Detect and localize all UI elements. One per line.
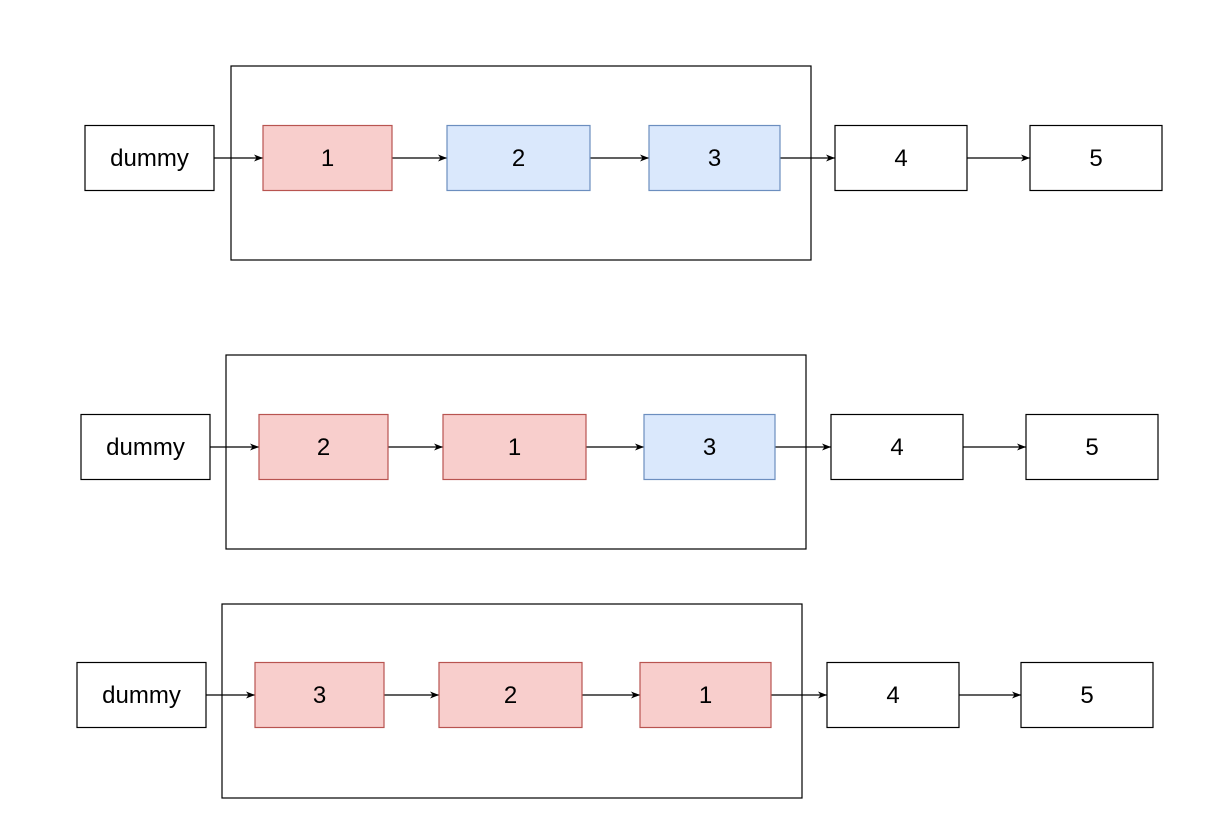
- node-box: [76, 661, 207, 729]
- node-label: 4: [886, 682, 899, 709]
- node-label: 2: [317, 434, 330, 461]
- list-node: 3: [643, 413, 776, 481]
- list-node: 4: [830, 413, 964, 481]
- list-node: 3: [254, 661, 385, 729]
- node-label: 3: [708, 145, 721, 172]
- node-box: [442, 413, 587, 481]
- node-box: [254, 661, 385, 729]
- list-node: dummy: [76, 661, 207, 729]
- node-label: 2: [504, 682, 517, 709]
- node-box: [639, 661, 772, 729]
- node-label: 3: [703, 434, 716, 461]
- node-box: [643, 413, 776, 481]
- node-box: [1029, 124, 1163, 192]
- node-label: 5: [1089, 145, 1102, 172]
- list-node: 2: [258, 413, 389, 481]
- node-label: 4: [894, 145, 907, 172]
- node-label: 4: [890, 434, 903, 461]
- node-box: [834, 124, 968, 192]
- node-label: 5: [1085, 434, 1098, 461]
- node-label: dummy: [102, 682, 181, 709]
- node-box: [262, 124, 393, 192]
- node-label: dummy: [106, 434, 185, 461]
- node-box: [826, 661, 960, 729]
- list-node: 3: [648, 124, 781, 192]
- node-box: [830, 413, 964, 481]
- node-label: 1: [699, 682, 712, 709]
- list-node: 4: [834, 124, 968, 192]
- node-label: 1: [321, 145, 334, 172]
- node-label: 5: [1080, 682, 1093, 709]
- list-node: 4: [826, 661, 960, 729]
- list-node: 1: [262, 124, 393, 192]
- node-label: dummy: [110, 145, 189, 172]
- row-2: dummy 2 1 3 4 5: [80, 354, 1159, 550]
- node-box: [446, 124, 591, 192]
- reverse-segment-box: [225, 354, 807, 550]
- list-node: 5: [1029, 124, 1163, 192]
- list-node: 1: [442, 413, 587, 481]
- node-box: [84, 124, 215, 192]
- node-box: [258, 413, 389, 481]
- list-node: 2: [446, 124, 591, 192]
- list-node: 2: [438, 661, 583, 729]
- list-node: 5: [1025, 413, 1159, 481]
- list-node: dummy: [80, 413, 211, 481]
- list-node: dummy: [84, 124, 215, 192]
- node-box: [1020, 661, 1154, 729]
- node-box: [1025, 413, 1159, 481]
- node-box: [80, 413, 211, 481]
- reverse-segment-box: [230, 65, 812, 261]
- row-1: dummy 1 2 3 4 5: [84, 65, 1163, 261]
- node-box: [648, 124, 781, 192]
- row-3: dummy 3 2 1 4 5: [76, 603, 1154, 799]
- list-node: 1: [639, 661, 772, 729]
- reverse-segment-box: [221, 603, 803, 799]
- list-node: 5: [1020, 661, 1154, 729]
- node-label: 3: [313, 682, 326, 709]
- node-label: 1: [508, 434, 521, 461]
- node-box: [438, 661, 583, 729]
- node-label: 2: [512, 145, 525, 172]
